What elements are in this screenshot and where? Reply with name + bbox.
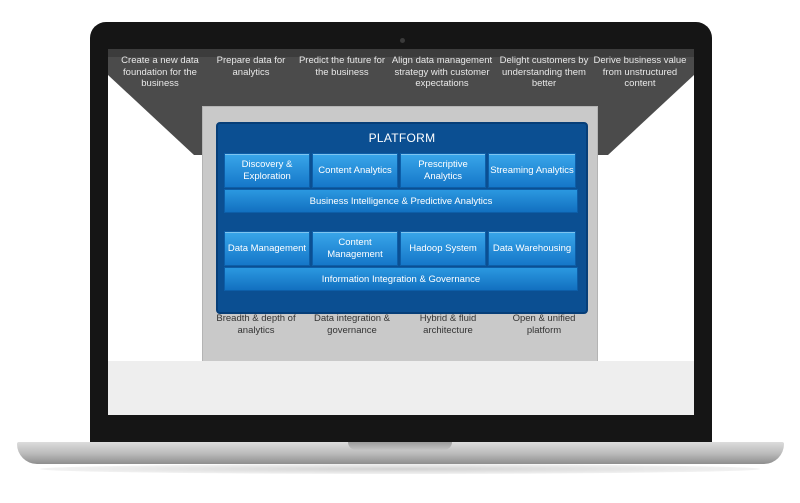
goal-item: Derive business value from unstructured … bbox=[593, 55, 687, 89]
goals-row: Create a new data foundation for the bus… bbox=[108, 55, 694, 99]
analytics-cell: Discovery & Exploration bbox=[224, 153, 310, 188]
lid-notch bbox=[348, 442, 452, 450]
diagram-frame: PLATFORM Discovery & Exploration Content… bbox=[202, 106, 598, 400]
laptop-shadow bbox=[40, 464, 760, 474]
goal-item: Align data management strategy with cust… bbox=[391, 55, 493, 89]
attribute-item: Breadth & depth of analytics bbox=[216, 313, 296, 336]
screen-footer bbox=[108, 361, 694, 415]
data-cell: Hadoop System bbox=[400, 231, 486, 266]
attribute-item: Open & unified platform bbox=[512, 313, 576, 336]
analytics-bar: Business Intelligence & Predictive Analy… bbox=[224, 189, 578, 213]
analytics-cell: Prescriptive Analytics bbox=[400, 153, 486, 188]
platform-panel: PLATFORM Discovery & Exploration Content… bbox=[216, 122, 588, 314]
data-cell: Content Management bbox=[312, 231, 398, 266]
laptop-screen: Create a new data foundation for the bus… bbox=[108, 49, 694, 415]
attribute-item: Hybrid & fluid architecture bbox=[419, 313, 477, 336]
integration-bar: Information Integration & Governance bbox=[224, 267, 578, 291]
analytics-cell: Content Analytics bbox=[312, 153, 398, 188]
goal-item: Delight customers by understanding them … bbox=[499, 55, 589, 89]
data-cell: Data Warehousing bbox=[488, 231, 576, 266]
goal-item: Create a new data foundation for the bus… bbox=[121, 55, 199, 89]
attribute-item: Data integration & governance bbox=[313, 313, 391, 336]
platform-title: PLATFORM bbox=[368, 131, 436, 145]
data-cell: Data Management bbox=[224, 231, 310, 266]
analytics-cell: Streaming Analytics bbox=[488, 153, 576, 188]
goal-item: Predict the future for the business bbox=[298, 55, 386, 78]
attributes-row: Breadth & depth of analytics Data integr… bbox=[203, 313, 597, 343]
laptop-base bbox=[17, 442, 784, 464]
goal-item: Prepare data for analytics bbox=[216, 55, 286, 78]
webcam-icon bbox=[400, 38, 405, 43]
